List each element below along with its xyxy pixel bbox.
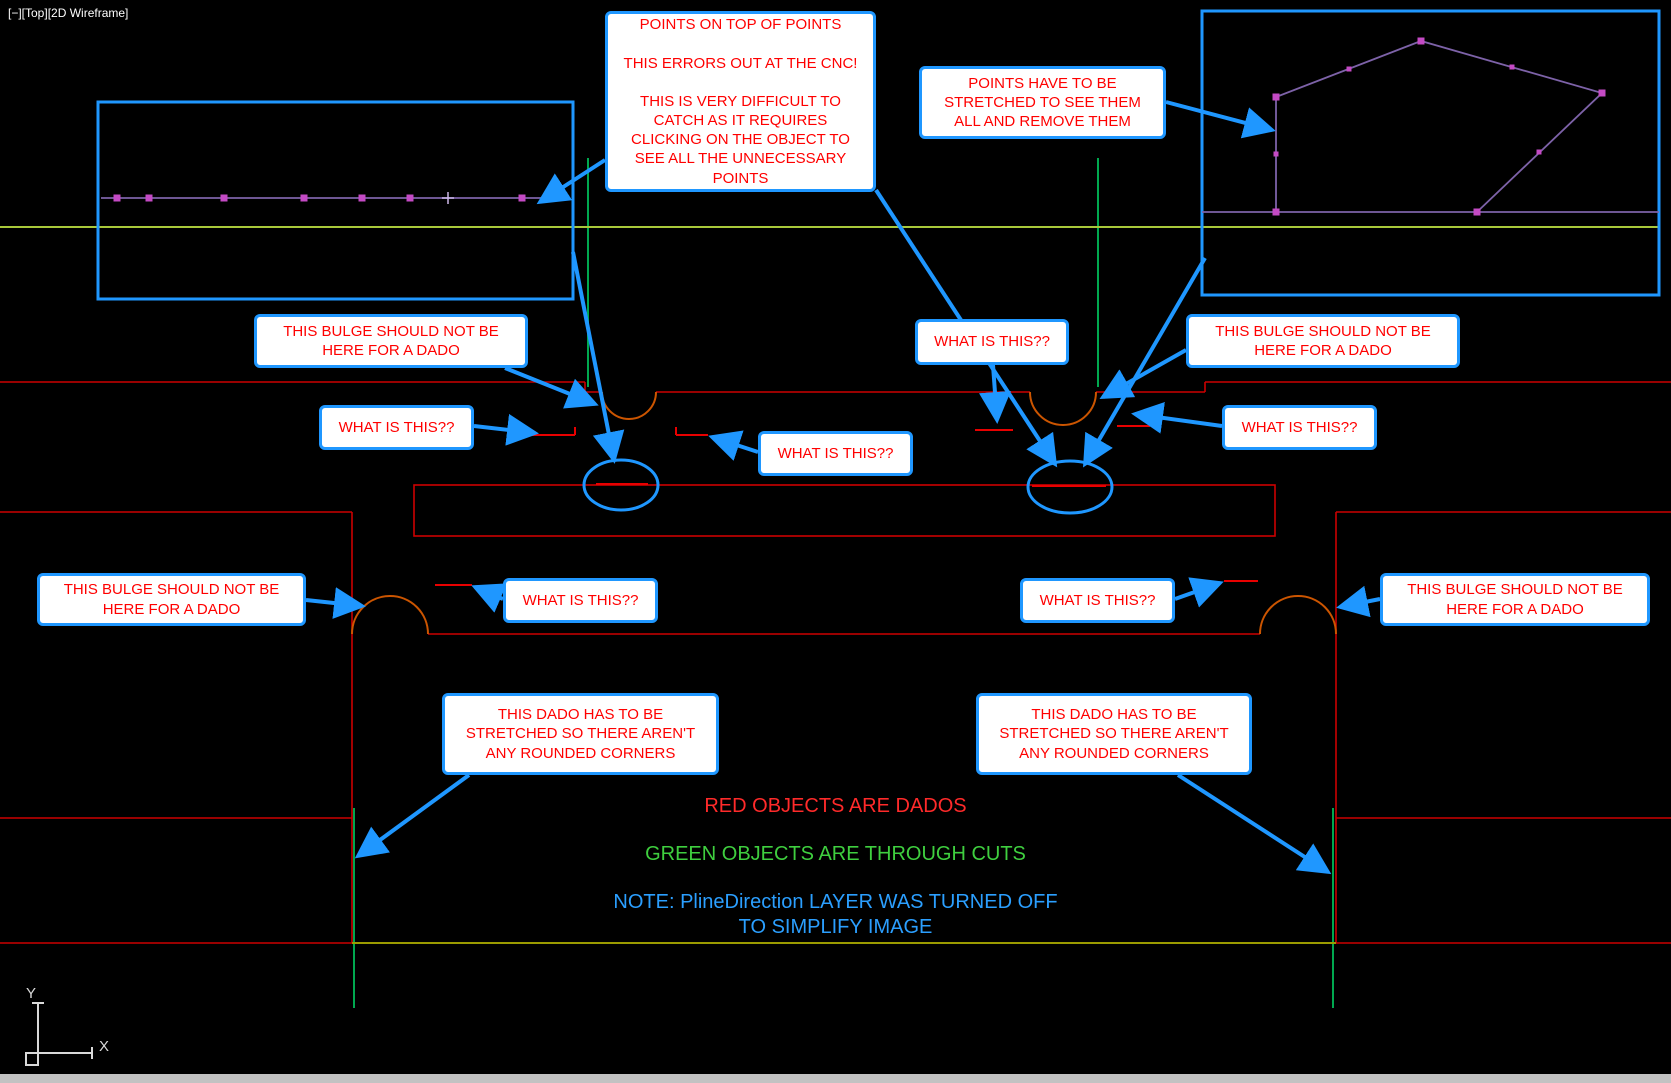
callout-what-top-right: WHAT IS THIS?? xyxy=(1222,405,1377,450)
legend-red-objects: RED OBJECTS ARE DADOS xyxy=(704,795,967,817)
ucs-icon: Y X xyxy=(25,985,109,1066)
ucs-y-label: Y xyxy=(26,985,36,1002)
zoom-inset-left xyxy=(96,100,575,301)
stretched-polyline xyxy=(1275,40,1604,213)
grip-points-right xyxy=(1272,37,1606,216)
highlight-ellipse-right xyxy=(1026,459,1114,515)
callout-points-stretch: POINTS HAVE TO BE STRETCHED TO SEE THEM … xyxy=(919,66,1166,139)
callout-bulge-top-right: THIS BULGE SHOULD NOT BE HERE FOR A DADO xyxy=(1186,314,1460,368)
dado-geometry xyxy=(0,381,1671,944)
callout-what-bottom-right: WHAT IS THIS?? xyxy=(1020,578,1175,623)
callout-bulge-bottom-right: THIS BULGE SHOULD NOT BE HERE FOR A DADO xyxy=(1380,573,1650,626)
legend-green-objects: GREEN OBJECTS ARE THROUGH CUTS xyxy=(645,843,1026,865)
unknown-red-marks xyxy=(435,425,1258,586)
viewport-controls[interactable]: [−][Top][2D Wireframe] xyxy=(8,6,129,20)
legend-note: NOTE: PlineDirection LAYER WAS TURNED OF… xyxy=(613,891,1058,938)
callout-what-mid-right: WHAT IS THIS?? xyxy=(915,319,1069,365)
callout-what-bottom-left: WHAT IS THIS?? xyxy=(503,578,658,623)
callout-points-on-top: POINTS ON TOP OF POINTS THIS ERRORS OUT … xyxy=(605,11,876,192)
ucs-x-label: X xyxy=(99,1038,109,1055)
point-marker-plus xyxy=(442,192,454,204)
through-cut-lines xyxy=(353,158,1334,1008)
command-bar-edge xyxy=(0,1074,1671,1083)
callout-arrows xyxy=(305,100,1381,875)
callout-dado-stretch-left: THIS DADO HAS TO BE STRETCHED SO THERE A… xyxy=(442,693,719,775)
callout-dado-stretch-right: THIS DADO HAS TO BE STRETCHED SO THERE A… xyxy=(976,693,1252,775)
callout-what-top-left: WHAT IS THIS?? xyxy=(319,405,474,450)
callout-bulge-bottom-left: THIS BULGE SHOULD NOT BE HERE FOR A DADO xyxy=(37,573,306,626)
zoom-inset-right xyxy=(1200,9,1661,297)
callout-what-mid-left: WHAT IS THIS?? xyxy=(758,431,913,476)
callout-bulge-top-left: THIS BULGE SHOULD NOT BE HERE FOR A DADO xyxy=(254,314,528,368)
